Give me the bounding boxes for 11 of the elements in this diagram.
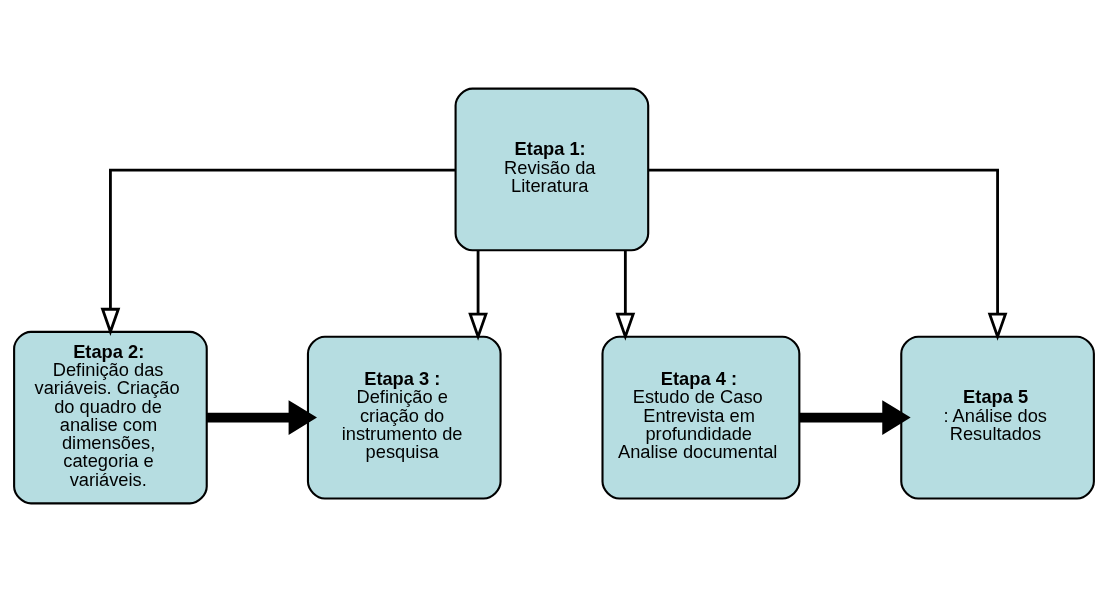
node-box: Etapa 4 : Estudo de Caso Entrevista em profundidade Analise documental [601,335,801,499]
arrow [100,168,456,336]
node-box: Etapa 5 : Análise dos Resultados [900,335,1095,499]
arrow [207,399,317,435]
node-box: Etapa 3 : Definição e criação do instrumento de pesquisa [306,335,502,499]
node-box: Etapa 1: Revisão da Literatura [454,87,650,251]
node-box: Etapa 2: Definição das variáveis. Criação do quadro de analise com dimensões, categoria e variáveis. [13,330,208,504]
arrow [615,250,636,341]
arrow [799,399,911,435]
arrow [648,168,1008,341]
arrow [468,250,488,341]
